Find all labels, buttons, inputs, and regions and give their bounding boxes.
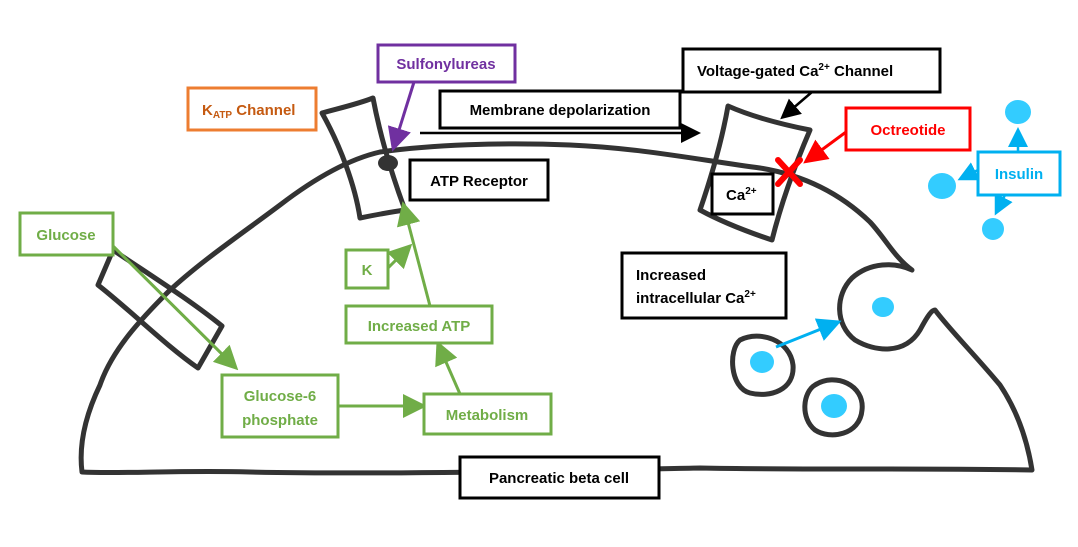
vgcc-box: Voltage-gated Ca2+ Channel: [681, 47, 942, 94]
increased-calcium-line2: intracellular Ca2+: [636, 289, 756, 307]
vgcc-arrow: [780, 91, 813, 120]
pancreatic-beta-cell-box: Pancreatic beta cell: [458, 455, 661, 500]
increased-calcium-box: Increased intracellular Ca2+: [620, 251, 788, 320]
insulin-granules: [750, 100, 1031, 418]
insulin-down-arrow: [994, 193, 1013, 216]
glucose-6-phosphate-box: Glucose-6 phosphate: [220, 373, 340, 439]
potassium-box: K: [344, 248, 390, 290]
vesicle: [730, 333, 796, 397]
metabolism-label: Metabolism: [446, 407, 529, 424]
insulin-granule: [982, 218, 1004, 240]
octreotide-arrow: [803, 130, 847, 164]
g6p-line1: Glucose-6: [244, 388, 317, 405]
insulin-box: Insulin: [976, 150, 1062, 197]
insulin-label: Insulin: [995, 166, 1043, 183]
insulin-left-arrow: [957, 162, 980, 181]
glucose-box: Glucose: [18, 211, 115, 257]
calcium-box: Ca2+: [710, 172, 775, 216]
k-arrow: [386, 243, 413, 270]
pancreatic-beta-cell-label: Pancreatic beta cell: [489, 470, 629, 487]
vesicle-arrow: [775, 318, 842, 349]
metabolism-to-atp-arrow: [435, 340, 462, 395]
insulin-granule: [1005, 100, 1031, 124]
vgcc-label: Voltage-gated Ca2+ Channel: [697, 62, 893, 80]
insulin-granule: [872, 297, 894, 317]
vesicle: [802, 377, 865, 438]
cell-membrane: [78, 141, 1035, 476]
g6p-line2: phosphate: [242, 412, 318, 429]
atp-to-receptor-arrow: [396, 201, 432, 307]
katp-channel-box: KATP Channel: [186, 86, 318, 132]
metabolism-box: Metabolism: [422, 392, 553, 436]
atp-receptor-box: ATP Receptor: [408, 158, 550, 202]
potassium-label: K: [362, 262, 373, 279]
atp-receptor-site: [378, 155, 398, 171]
sulfonylureas-arrow: [387, 81, 416, 152]
glucose-arrow: [111, 244, 239, 371]
insulin-granule: [750, 351, 774, 373]
sulfonylureas-box: Sulfonylureas: [376, 43, 517, 84]
atp-receptor-label: ATP Receptor: [430, 173, 528, 190]
increased-atp-box: Increased ATP: [344, 304, 494, 345]
increased-atp-label: Increased ATP: [368, 318, 471, 335]
octreotide-box: Octreotide: [844, 106, 972, 152]
membrane-depolarization-box: Membrane depolarization: [438, 89, 682, 130]
katp-channel-label: KATP Channel: [202, 102, 295, 121]
membrane-depolarization-label: Membrane depolarization: [470, 102, 651, 119]
glucose-transporter-shape: [95, 247, 225, 371]
increased-calcium-line1: Increased: [636, 267, 706, 284]
glucose-label: Glucose: [36, 227, 95, 244]
sulfonylureas-label: Sulfonylureas: [396, 56, 495, 73]
calcium-label: Ca2+: [726, 186, 757, 204]
insulin-granule: [928, 173, 956, 199]
octreotide-label: Octreotide: [870, 122, 945, 139]
insulin-granule: [821, 394, 847, 418]
block-x-icon: [775, 157, 803, 187]
